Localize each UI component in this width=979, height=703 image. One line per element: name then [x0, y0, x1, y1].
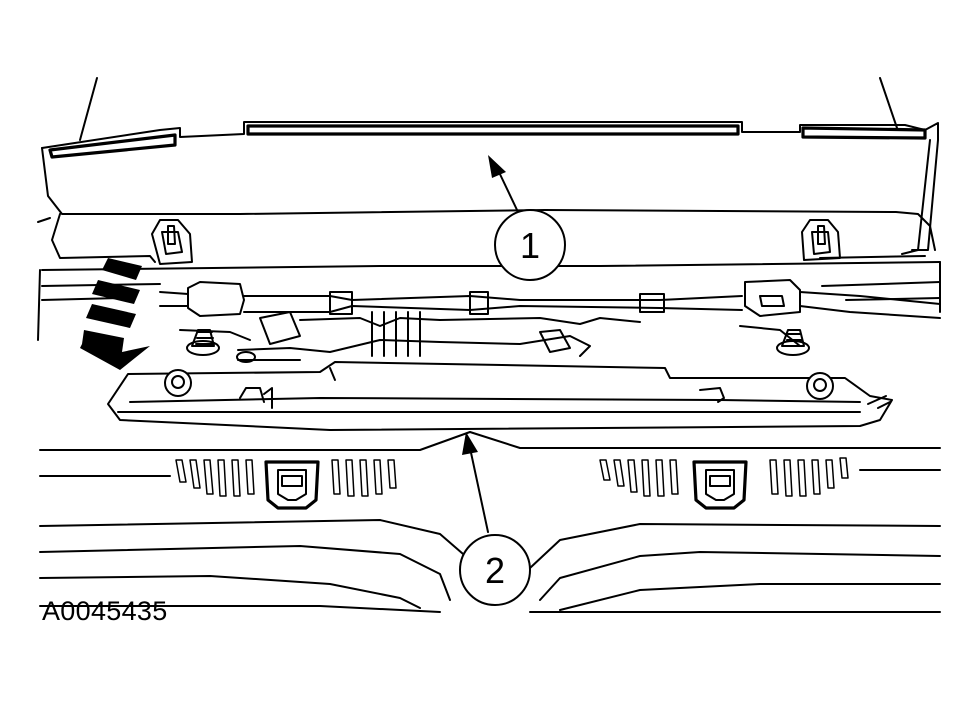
callout-2-leader [462, 432, 489, 533]
floor-slots-right [599, 457, 849, 497]
removal-direction-arrow-icon [80, 258, 150, 370]
lower-trim-panel [107, 361, 893, 431]
callout-1-number: 1 [520, 225, 540, 266]
latch-mechanism [159, 279, 941, 363]
body-outline-lines [79, 77, 898, 141]
tie-down-ring-right [692, 460, 748, 510]
weatherstrip-seal-strip [48, 124, 927, 159]
mounting-studs [186, 329, 810, 356]
callout-2: 2 [459, 534, 531, 606]
load-floor [39, 431, 941, 613]
tie-down-ring-left [264, 460, 320, 510]
floor-slots-left [175, 459, 397, 497]
figure-id: A0045435 [42, 596, 168, 626]
callout-1-leader [488, 155, 519, 213]
callout-2-number: 2 [485, 550, 505, 591]
retainer-clips [151, 219, 841, 265]
callout-1: 1 [494, 209, 566, 281]
